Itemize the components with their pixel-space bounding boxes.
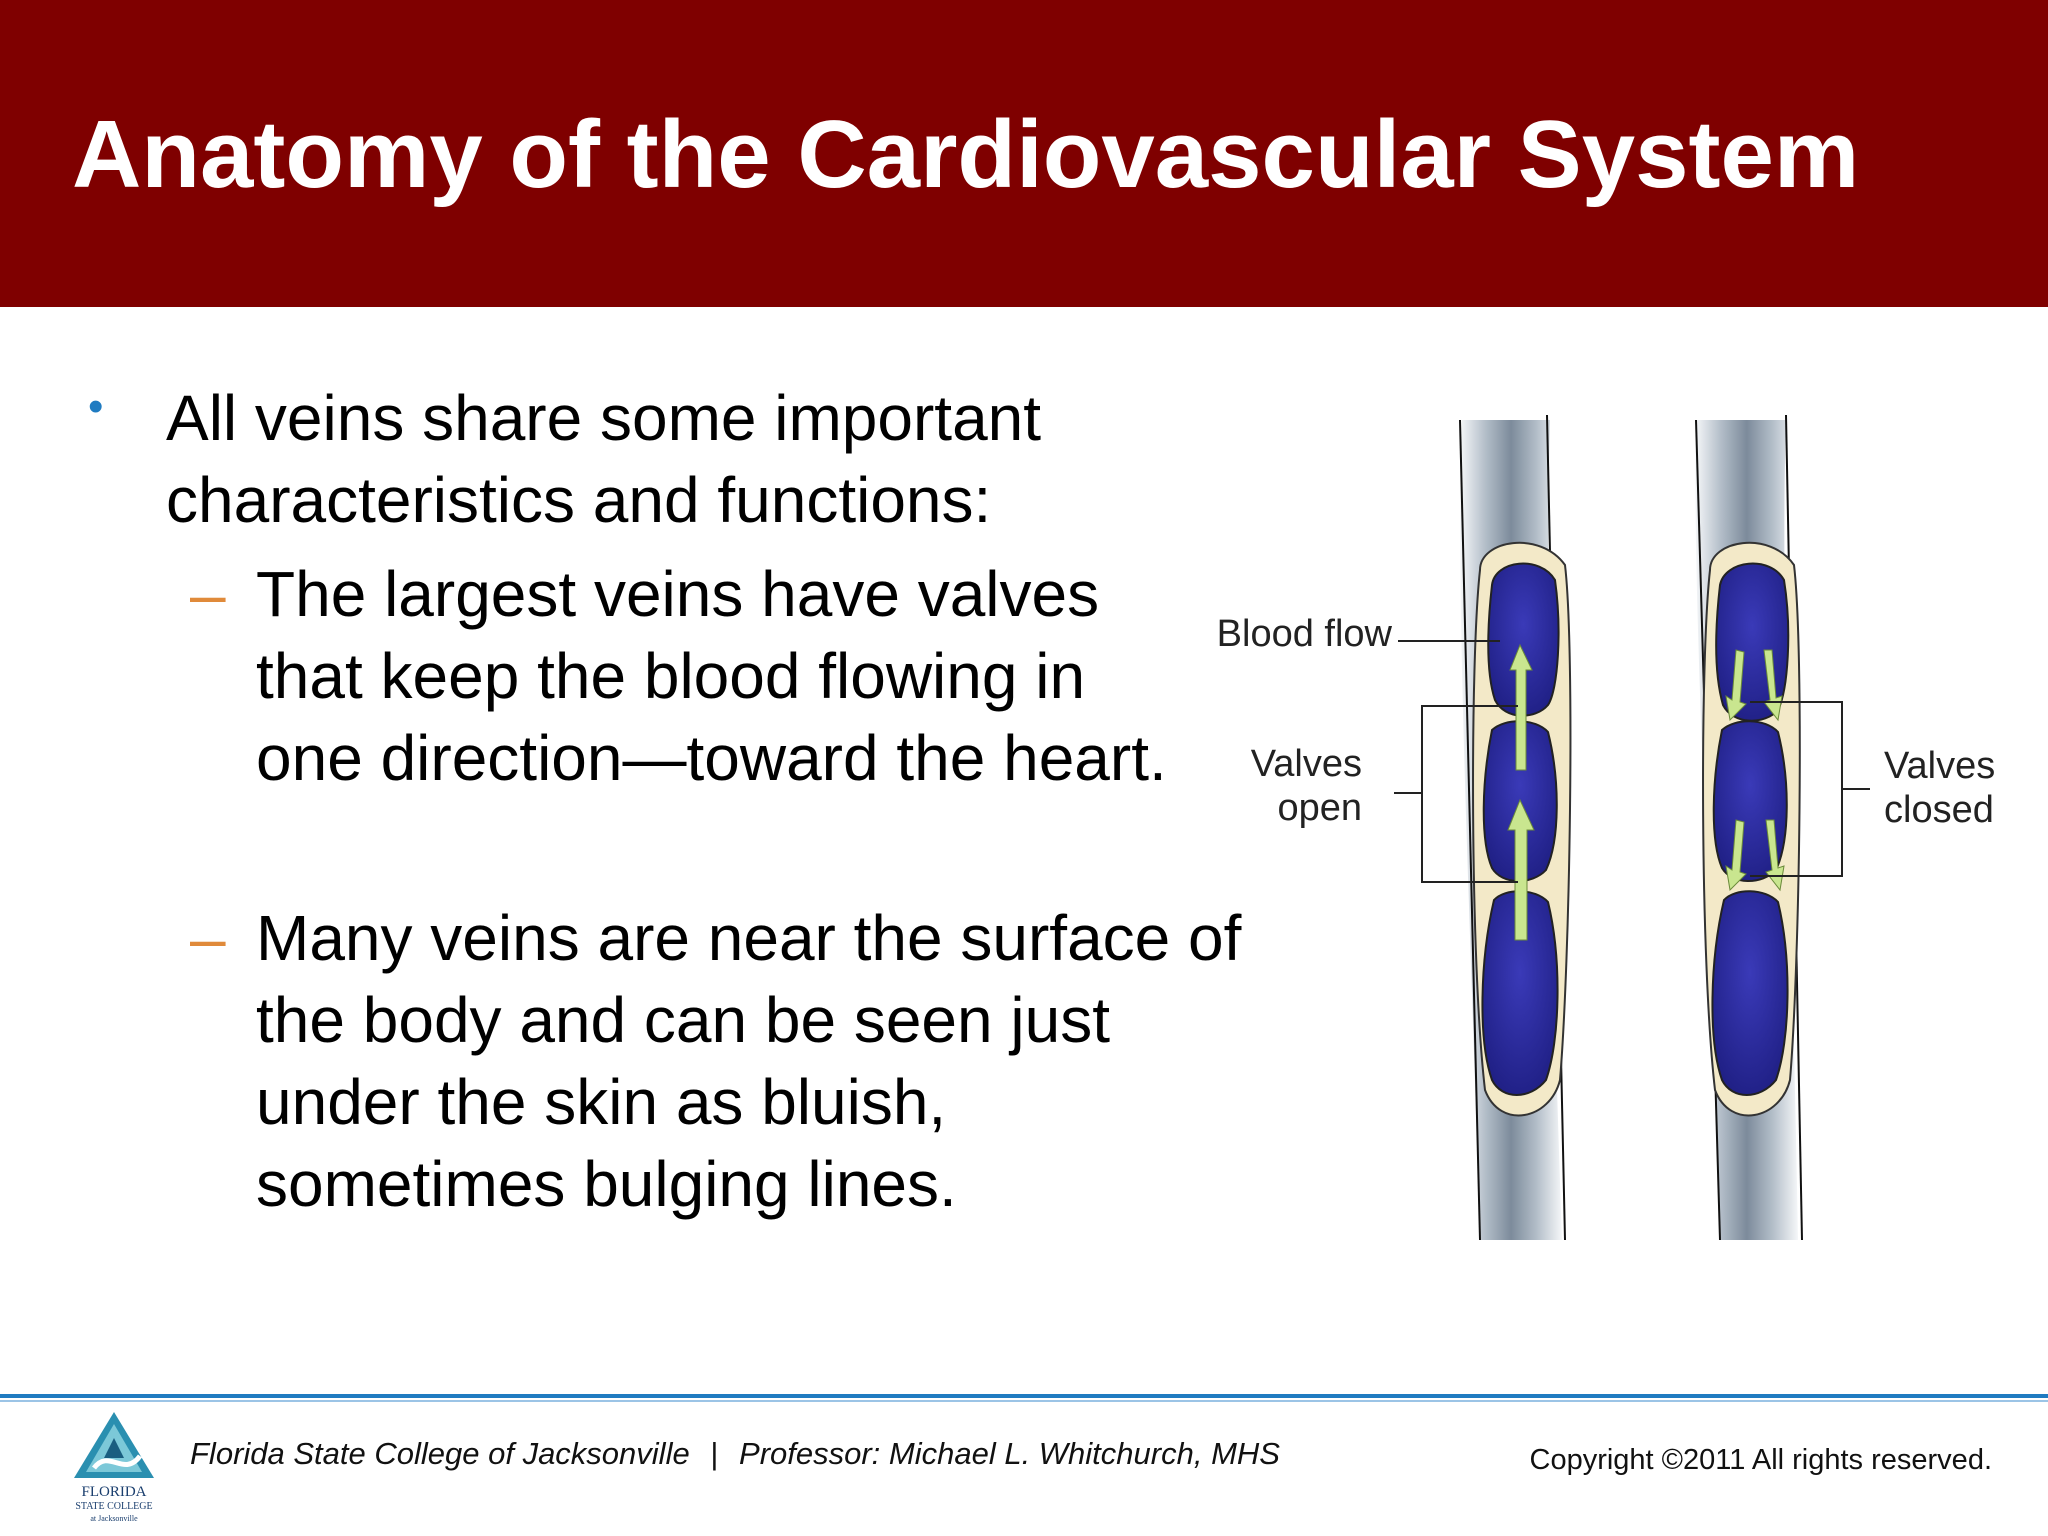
footer-rule-thin	[0, 1400, 2048, 1402]
footer-professor: Professor: Michael L. Whitchurch, MHS	[739, 1436, 1280, 1471]
vein-valve-diagram: Blood flow Valves open Valves closed	[1180, 400, 2020, 1260]
valves-open-label-line2: open	[1277, 787, 1362, 829]
bullet-text: All veins share some important character…	[166, 382, 1042, 536]
footer-credits: Florida State College of Jacksonville | …	[190, 1436, 1280, 1472]
footer-institution: Florida State College of Jacksonville	[190, 1436, 690, 1471]
slide-title: Anatomy of the Cardiovascular System	[72, 101, 1860, 208]
vein-valves-closed	[1695, 414, 1803, 1241]
vein-illustration	[1394, 414, 1870, 1241]
valves-open-label-line1: Valves	[1250, 743, 1362, 785]
valves-closed-label-line2: closed	[1884, 789, 1994, 831]
sub-bullet-text-2: Many veins are near the surface of the b…	[256, 902, 1242, 1220]
leader-lines	[1394, 640, 1870, 883]
footer-copyright: Copyright ©2011 All rights reserved.	[1529, 1444, 1993, 1476]
sub-bullet-marker-2: –	[190, 902, 226, 974]
vein-valves-open	[1459, 414, 1572, 1241]
title-bar: Anatomy of the Cardiovascular System	[0, 0, 2048, 307]
logo-text-1: FLORIDA	[81, 1484, 146, 1500]
college-logo-icon: FLORIDA STATE COLLEGE at Jacksonville	[74, 1412, 154, 1523]
footer-rule	[0, 1394, 2048, 1398]
footer-separator: |	[710, 1436, 719, 1471]
logo-text-2: STATE COLLEGE	[75, 1501, 152, 1512]
valves-closed-label-line1: Valves	[1884, 745, 1996, 787]
blood-flow-label: Blood flow	[1216, 613, 1392, 655]
sub-bullet-text-1: The largest veins have valves that keep …	[256, 558, 1167, 794]
logo-text-3: at Jacksonville	[90, 1514, 138, 1523]
college-logo: FLORIDA STATE COLLEGE at Jacksonville	[64, 1408, 164, 1528]
bullet-marker: •	[88, 382, 104, 431]
sub-bullet-marker-1: –	[190, 558, 226, 630]
